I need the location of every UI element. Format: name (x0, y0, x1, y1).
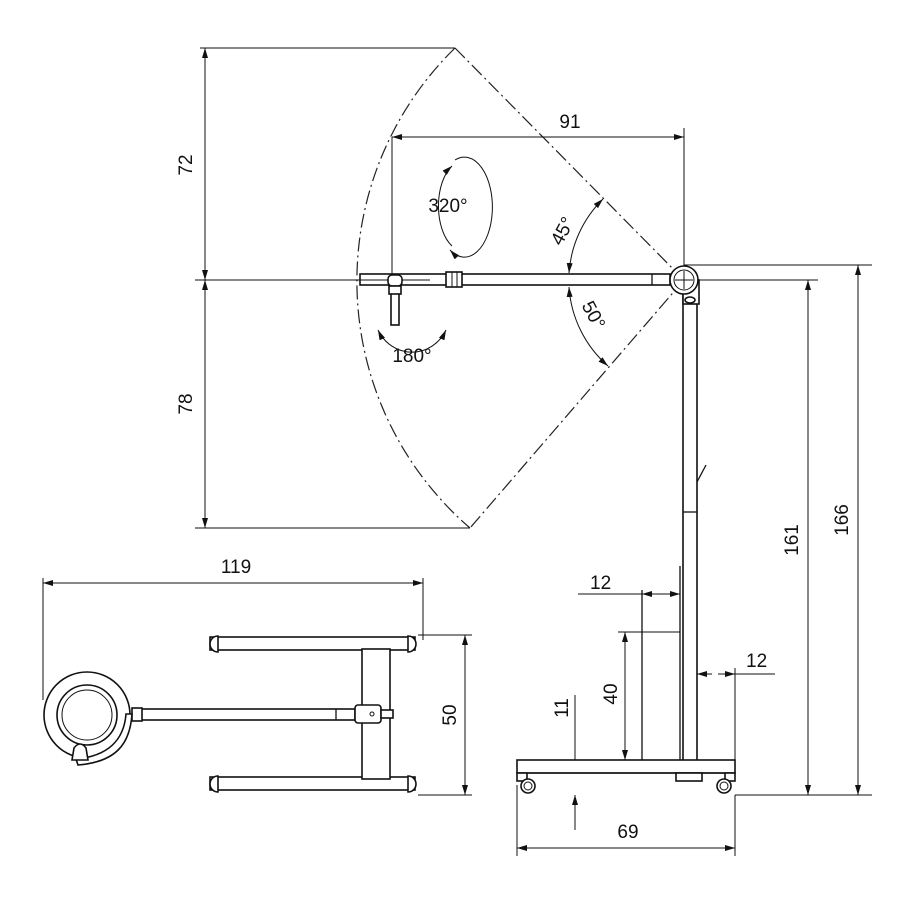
dim-11-label: 11 (552, 698, 573, 718)
lamp-base (516, 759, 736, 794)
tilt-down-label: 50° (577, 298, 609, 333)
dim-166-label: 166 (832, 504, 853, 536)
dim-78-label: 78 (176, 393, 197, 414)
vertical-reach-dimensions: 72 78 (176, 47, 684, 529)
dim-40-label: 40 (601, 683, 622, 704)
lamp-column (669, 265, 707, 763)
dim-119-label: 119 (221, 557, 251, 578)
tilt-up-label: 45° (547, 214, 579, 249)
column-sleeve (641, 566, 681, 760)
swivel-180-label: 180° (392, 346, 431, 367)
dim-12-side-label: 12 (746, 651, 767, 672)
dim-72-label: 72 (176, 154, 197, 175)
dim-12-top-label: 12 (590, 573, 611, 594)
plan-view (43, 635, 417, 793)
rotation-indicators: 320° 180° (377, 156, 493, 367)
reach-sector (356, 47, 685, 529)
lamp-arm (359, 271, 671, 326)
arm-length-dimension: 91 (391, 112, 685, 280)
rotation-320-label: 320° (428, 196, 467, 217)
dim-50-label: 50 (440, 704, 461, 725)
dim-91-label: 91 (559, 112, 580, 133)
height-dimensions: 161 166 (684, 264, 872, 796)
dim-69-label: 69 (617, 822, 638, 843)
plan-dimensions: 119 50 (42, 557, 472, 796)
base-dimensions: 12 40 11 12 69 (516, 573, 775, 856)
dim-161-label: 161 (782, 524, 803, 556)
